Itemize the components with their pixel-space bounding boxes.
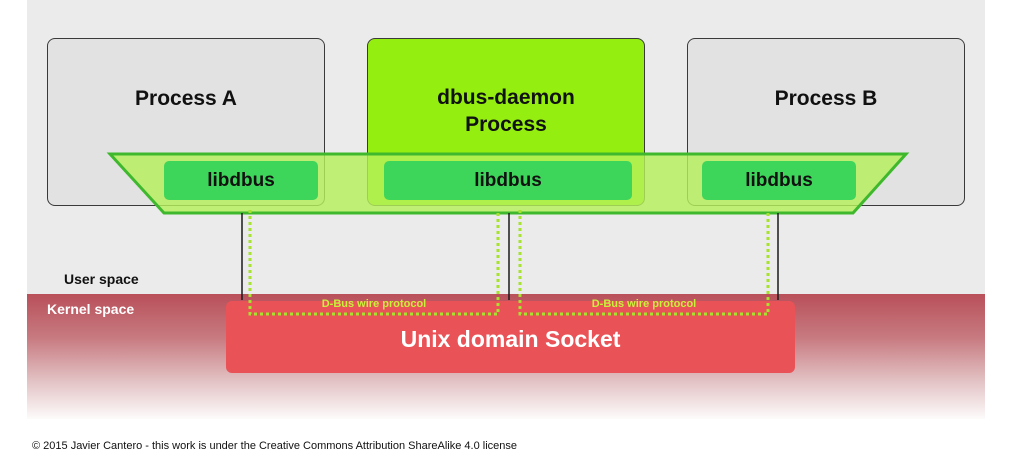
wire-protocol-path-right [518, 210, 770, 316]
libdbus-process-a: libdbus [164, 161, 318, 200]
libdbus-daemon: libdbus [384, 161, 632, 200]
wire-protocol-label-right: D-Bus wire protocol [591, 298, 697, 310]
dbus-daemon-title-line1: dbus-daemon [437, 86, 575, 109]
kernel-space-label: Kernel space [47, 301, 135, 317]
process-b-title: Process B [774, 87, 878, 110]
user-space-label: User space [64, 271, 139, 287]
libdbus-process-b: libdbus [702, 161, 856, 200]
license-credit: © 2015 Javier Cantero - this work is und… [32, 440, 517, 452]
wire-protocol-path-left [248, 210, 500, 316]
process-a-title: Process A [135, 87, 237, 110]
wire-protocol-label-left: D-Bus wire protocol [321, 298, 427, 310]
dbus-daemon-title-line2: Process [465, 113, 547, 136]
dbus-daemon-title: dbus-daemon Process [368, 84, 644, 138]
